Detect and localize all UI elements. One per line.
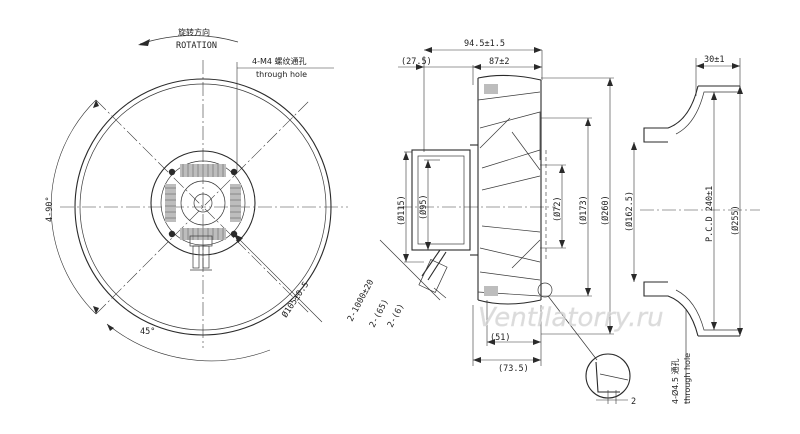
pcd-240-label: P.C.D 240±1 <box>705 186 715 242</box>
dim-total-width: 94.5±1.5 <box>464 39 505 49</box>
cable-assembly <box>379 239 448 301</box>
side-view: 94.5±1.5 (27.5) 87±2 <box>346 39 636 407</box>
detail-dim-label: 2 <box>631 397 636 407</box>
ring-view: 30±1 (Ø162.5) P.C.D 240±1 (Ø255) 4-Ø4.5 … <box>624 55 760 404</box>
hole-spec-label: 4-M4 螺纹通孔 <box>252 56 307 66</box>
angle-vertical-label: 4-90° <box>45 196 55 222</box>
watermark: Ventilatorry.ru <box>478 303 664 333</box>
angle-45-label: 45° <box>140 327 155 337</box>
motor-hub-inner <box>160 160 246 246</box>
dia-162-label: (Ø162.5) <box>624 191 635 232</box>
detail-marker <box>537 282 553 298</box>
inlet-ring-profile-top <box>643 85 740 143</box>
inlet-ring-profile-bottom <box>643 281 740 337</box>
rotation-label-en: ROTATION <box>176 41 217 51</box>
dia-72-label: (Ø72) <box>552 196 563 222</box>
rotation-arrow-icon <box>139 35 239 45</box>
dim-73-label: (73.5) <box>498 364 529 374</box>
rotation-label-cn: 旋转方向 <box>178 27 210 37</box>
cable-exit <box>189 235 213 271</box>
motor-body <box>411 149 471 251</box>
dia-173-label: (Ø173) <box>578 195 589 226</box>
dia-115-label: (Ø115) <box>396 195 407 226</box>
dia-260-label: (Ø260) <box>600 195 611 226</box>
impeller-blades <box>477 74 547 305</box>
ring-hole-spec: 4-Ø4.5 通孔 <box>670 358 680 404</box>
ring-hole-sub: through hole <box>683 353 692 404</box>
dim-left: (27.5) <box>401 57 432 67</box>
dim-right: 87±2 <box>489 57 509 67</box>
dia-95-label: (Ø95) <box>418 194 429 220</box>
dim-30-label: 30±1 <box>704 55 724 65</box>
hole-spec-sub: through hole <box>256 70 307 79</box>
dim-51-label: (51) <box>490 333 510 343</box>
hub-slots <box>165 164 241 240</box>
front-view: 旋转方向 ROTATION 4-M4 螺纹通孔 through hole <box>45 27 348 362</box>
dia-255-label: (Ø255) <box>730 205 741 236</box>
